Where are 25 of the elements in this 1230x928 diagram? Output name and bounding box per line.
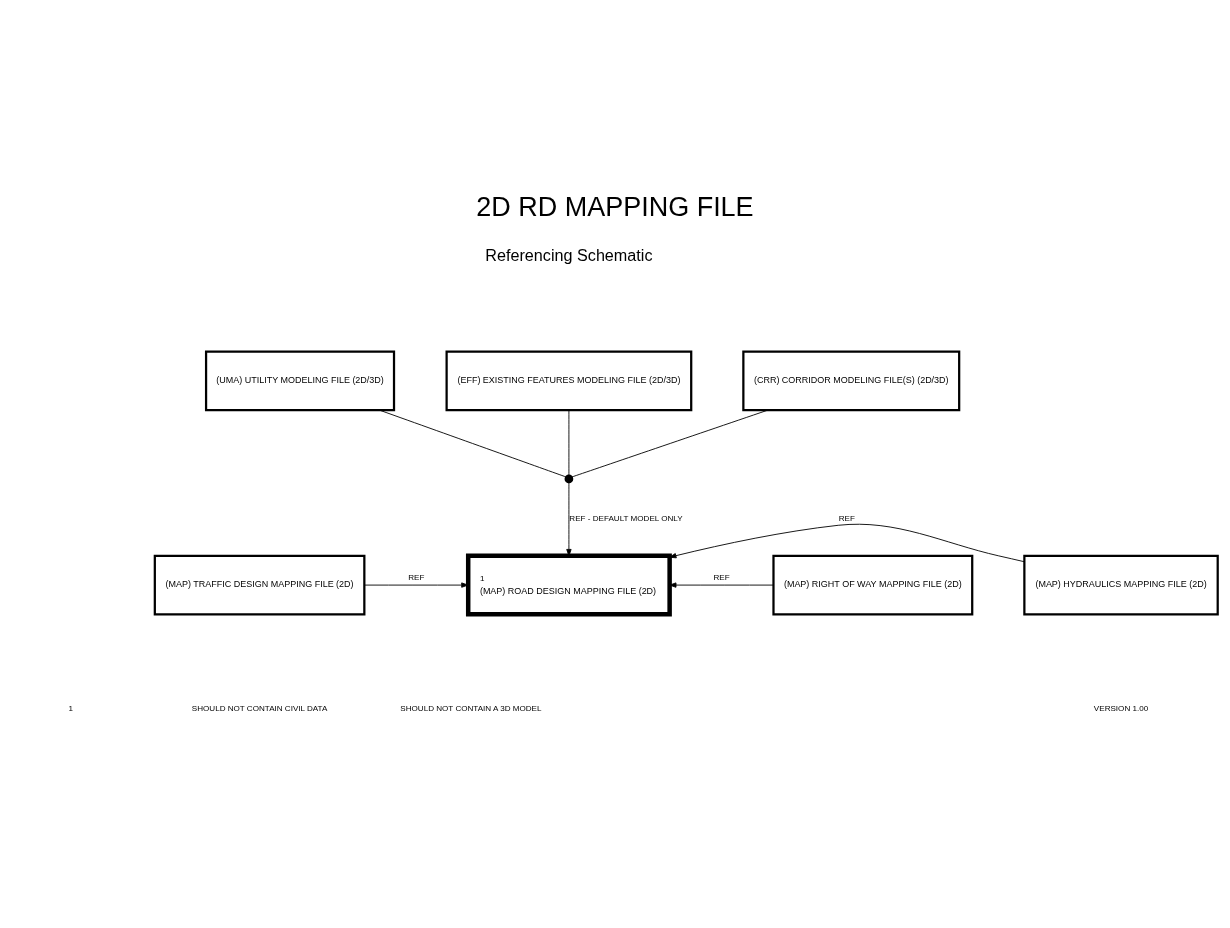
label: SHOULD NOT CONTAIN A 3D MODEL [400,703,542,713]
arrow [669,581,774,588]
label: SHOULD NOT CONTAIN CIVIL DATA [191,703,328,713]
connector [378,409,567,477]
node-circle [564,474,574,483]
node-box: 1 (MAP) ROAD DESIGN MAPPING FILE (2D) [465,553,672,617]
label: Referencing Schematic [485,245,653,264]
arrow [566,481,572,556]
connector [568,409,570,476]
node-box: (MAP) RIGHT OF WAY MAPPING FILE (2D) [772,554,974,615]
node-box: (UMA) UTILITY MODELING FILE (2D/3D) [204,349,396,411]
node-box: (EFF) EXISTING FEATURES MODELING FILE (2D/3D) [445,349,693,411]
connector [571,409,769,477]
arrow [669,523,1025,562]
edge-label: REF [408,572,425,582]
edge-label: REF - DEFAULT MODEL ONLY [569,513,683,523]
diagram-title: 2D RD MAPPING FILE [476,191,754,222]
node-box: (MAP) TRAFFIC DESIGN MAPPING FILE (2D) [153,554,366,615]
arrow [364,581,469,588]
label: 1 [68,703,73,713]
label: VERSION 1.00 [1093,703,1149,713]
edge-label: REF [838,513,855,523]
node-box: (MAP) HYDRAULICS MAPPING FILE (2D) [1023,554,1219,615]
node-box: (CRR) CORRIDOR MODELING FILE(S) (2D/3D) [742,349,961,411]
edge-label: REF [713,572,730,582]
